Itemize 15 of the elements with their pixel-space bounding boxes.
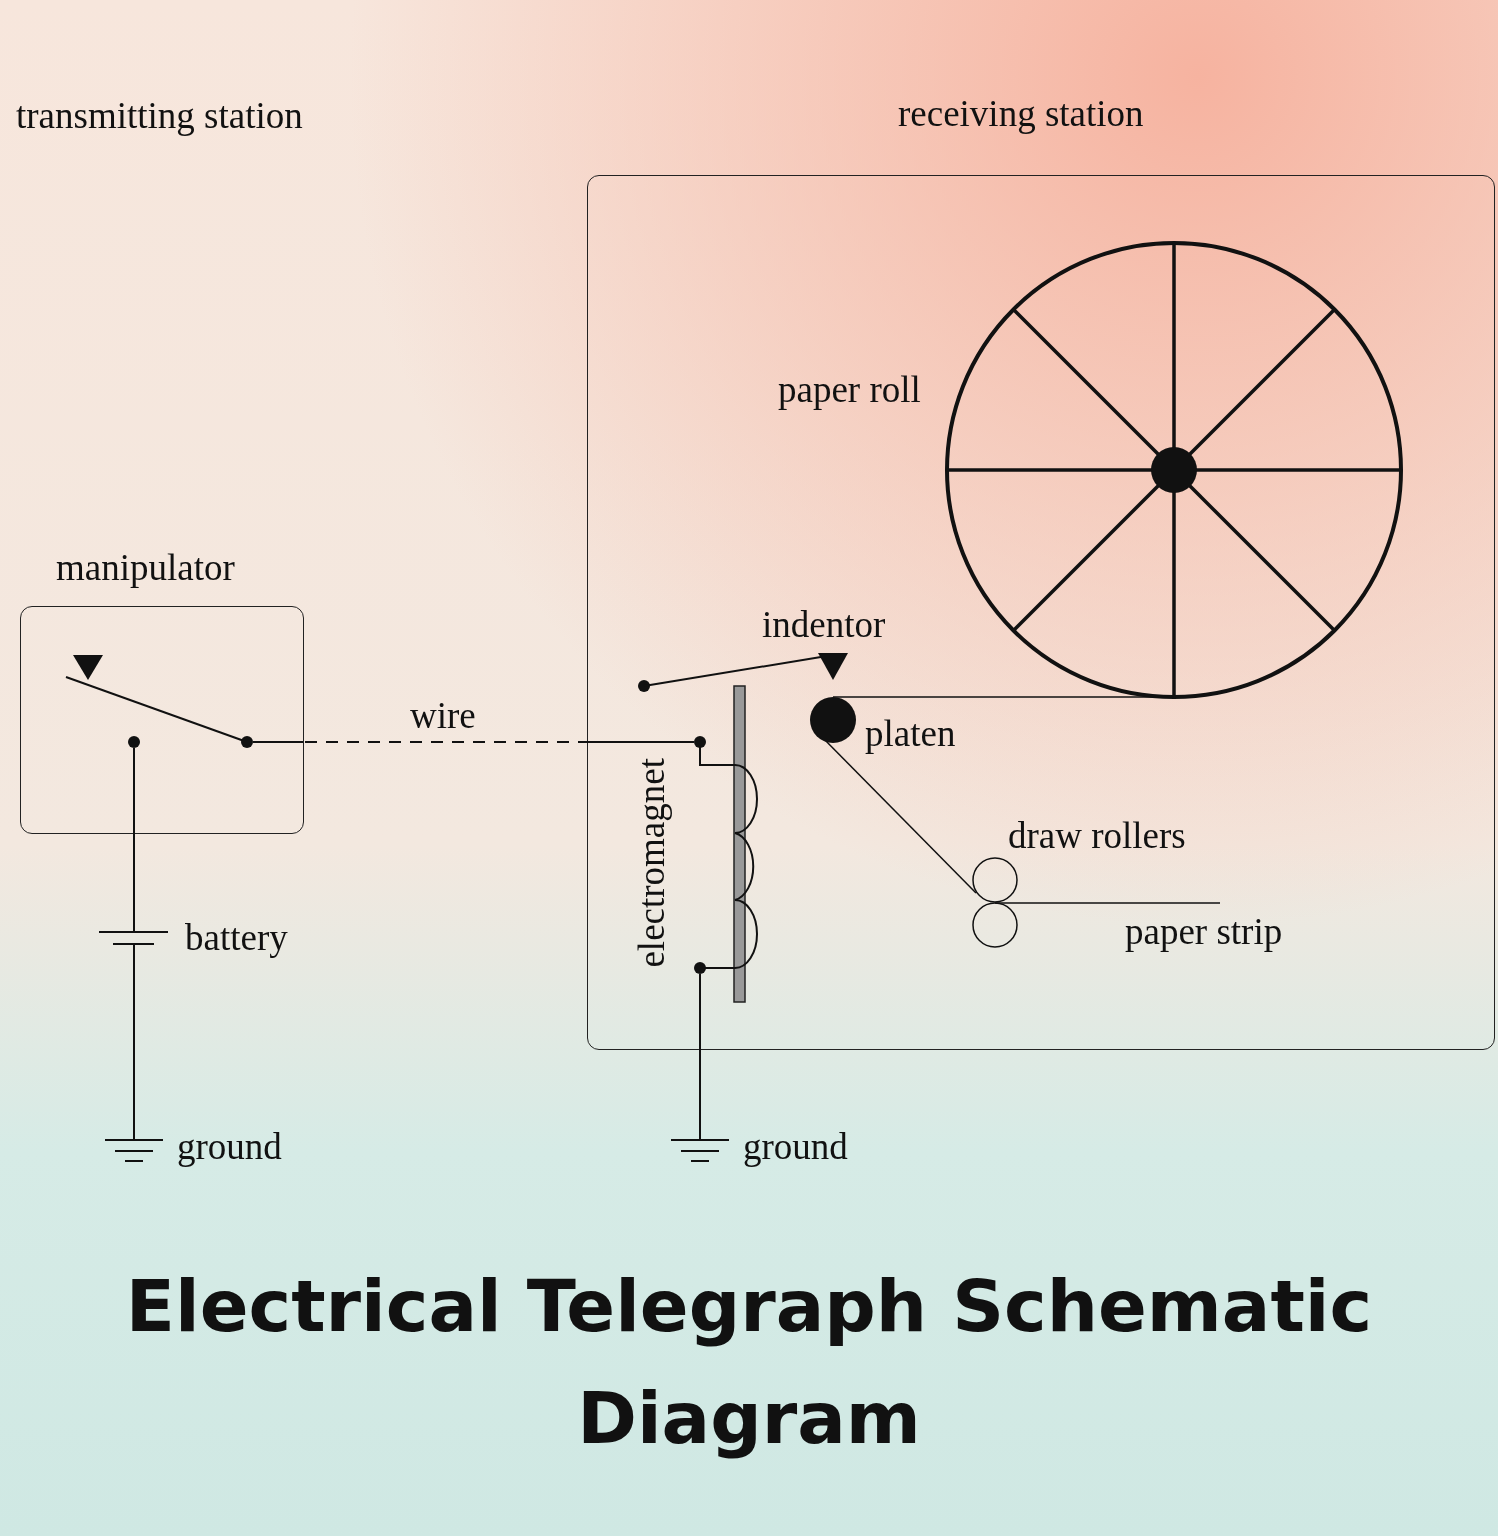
diagram-title: Electrical Telegraph Schematic Diagram xyxy=(124,1263,1374,1462)
part-label: paper roll xyxy=(778,370,921,411)
station-heading: transmitting station xyxy=(16,96,303,137)
part-label: platen xyxy=(865,714,956,755)
part-label: draw rollers xyxy=(1008,816,1186,857)
part-label: battery xyxy=(185,918,288,959)
part-label: electromagnet xyxy=(632,758,673,968)
part-label: ground xyxy=(177,1127,282,1168)
edge-label: wire xyxy=(410,696,476,737)
component-label: manipulator xyxy=(56,548,235,589)
part-label: indentor xyxy=(762,605,886,646)
wire-line xyxy=(304,741,588,743)
part-label: ground xyxy=(743,1127,848,1168)
part-label: paper strip xyxy=(1125,912,1283,953)
station-heading: receiving station xyxy=(898,94,1144,135)
